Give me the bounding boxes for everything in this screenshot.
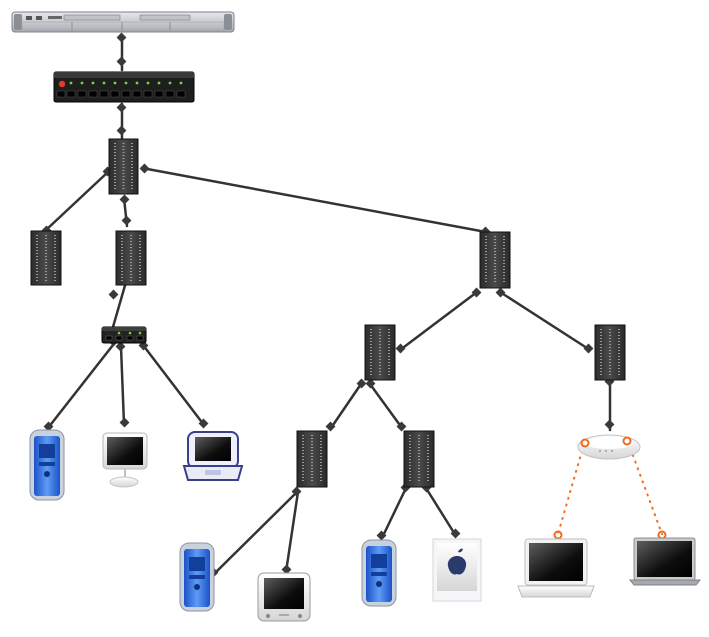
connector-diamond xyxy=(198,418,209,429)
server-tower-icon[interactable] xyxy=(403,430,435,488)
server-tower-icon[interactable] xyxy=(115,230,147,286)
connector-diamond xyxy=(116,56,127,67)
connector-diamond xyxy=(450,528,461,539)
wireless-link-powerbook xyxy=(627,441,663,535)
server-tower-icon[interactable] xyxy=(479,231,511,289)
link-tower7-emac xyxy=(284,490,300,574)
connector-diamond xyxy=(396,421,407,432)
link-tower1-tower4 xyxy=(140,166,488,234)
link-hub-imac xyxy=(119,345,126,426)
server-tower-icon[interactable] xyxy=(296,430,328,488)
link-tower4-tower5 xyxy=(398,290,479,352)
connector-diamond xyxy=(121,215,132,226)
connector-diamond xyxy=(108,289,119,300)
connector-diamond xyxy=(365,378,376,389)
xserve-rack-server-icon[interactable] xyxy=(11,11,235,33)
links-layer xyxy=(44,34,612,576)
ibook-clamshell-icon[interactable] xyxy=(182,431,244,481)
connector-diamond xyxy=(139,163,150,174)
connector-diamond xyxy=(376,530,387,541)
server-tower-icon[interactable] xyxy=(594,324,626,381)
connector-diamond xyxy=(116,32,127,43)
blue-powermac-g4-icon[interactable] xyxy=(361,539,397,607)
connector-diamond xyxy=(119,194,130,205)
link-tower7-g4b1 xyxy=(212,490,299,576)
blue-powermac-g4-icon[interactable] xyxy=(179,542,215,612)
link-tower8-cube xyxy=(424,486,458,538)
wireless-links xyxy=(557,441,663,535)
wireless-base-station-icon[interactable] xyxy=(577,434,641,460)
link-tower4-tower6 xyxy=(498,290,592,352)
connector-diamond xyxy=(356,378,367,389)
connector-diamond xyxy=(291,486,302,497)
connector-diamond xyxy=(495,287,506,298)
server-tower-icon[interactable] xyxy=(30,230,62,286)
wireless-link-ibook-white xyxy=(557,443,585,535)
powermac-g4-cube-icon[interactable] xyxy=(432,538,482,602)
server-towers xyxy=(30,138,626,488)
link-tower3-hub xyxy=(111,280,128,329)
link-tower5-tower8 xyxy=(368,382,404,430)
link-hub-g4left xyxy=(46,343,115,430)
connector-diamond xyxy=(116,125,127,136)
link-tower5-tower7 xyxy=(329,382,363,430)
connector-diamond xyxy=(281,564,292,575)
connector-diamond xyxy=(604,419,615,430)
white-laptop-icon[interactable] xyxy=(517,530,595,598)
connector-diamond xyxy=(395,343,406,354)
connector-diamond xyxy=(119,417,130,428)
connector-diamond xyxy=(116,102,127,113)
connector-diamond xyxy=(325,421,336,432)
server-tower-icon[interactable] xyxy=(364,324,396,381)
link-hub-ibook xyxy=(141,343,206,427)
imac-g4-icon[interactable] xyxy=(102,432,148,488)
connector-diamond xyxy=(583,343,594,354)
powerbook-laptop-icon[interactable] xyxy=(628,530,702,586)
emac-icon[interactable] xyxy=(257,572,311,622)
blue-powermac-g4-icon[interactable] xyxy=(29,429,65,501)
small-ethernet-hub-icon[interactable] xyxy=(101,326,147,344)
ethernet-switch-icon[interactable] xyxy=(53,71,195,103)
link-tower1-tower2 xyxy=(44,170,110,232)
connector-diamonds xyxy=(41,32,615,578)
connector-diamond xyxy=(471,287,482,298)
link-tower8-g4b2 xyxy=(380,486,408,540)
server-tower-icon[interactable] xyxy=(108,138,139,195)
